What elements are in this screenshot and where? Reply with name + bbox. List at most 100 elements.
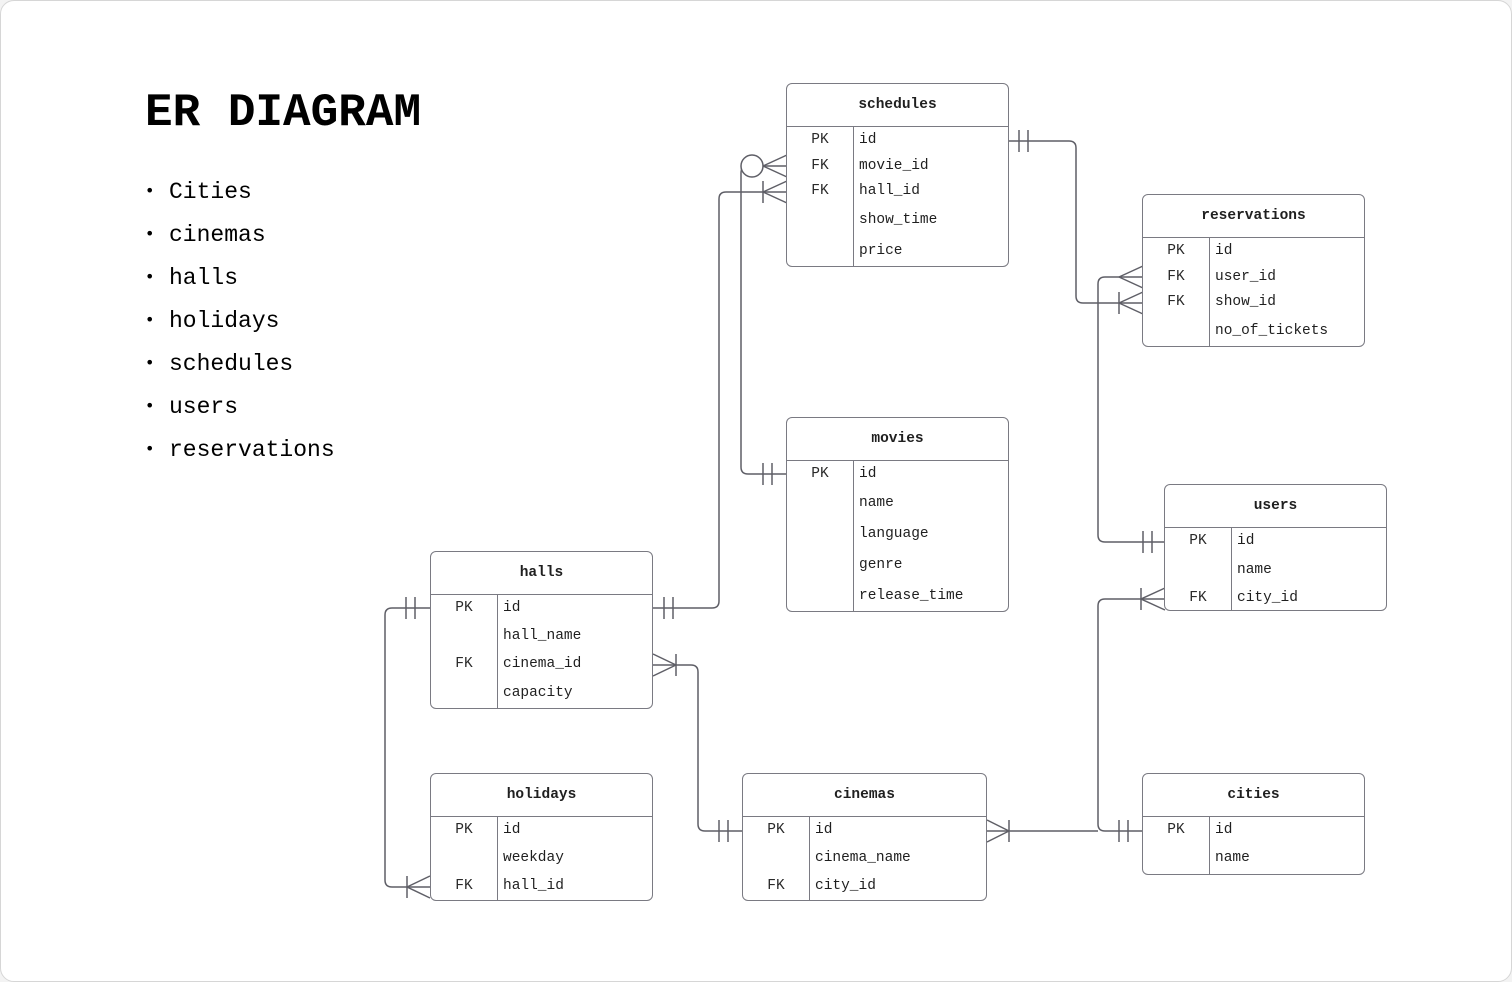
attribute-row: cinema_name — [743, 843, 986, 872]
attribute-name: city_id — [1237, 589, 1298, 606]
attribute-row: PK id — [1143, 238, 1364, 264]
attribute-row: genre — [787, 549, 1008, 580]
attribute-row: name — [787, 487, 1008, 518]
key-label: FK — [1189, 589, 1207, 606]
relationship-halls-holidays — [384, 597, 431, 899]
key-label: PK — [1167, 822, 1185, 838]
attribute-row: FK hall_id — [431, 872, 652, 900]
relationship-schedules-reservations — [1009, 130, 1144, 315]
entity-attributes: PK id FK user_id FK show_id no_of_tickets — [1143, 238, 1364, 346]
attribute-row: FK city_id — [743, 872, 986, 900]
table-list-item: •cinemas — [145, 212, 335, 255]
entity-holidays: holidays PK id weekday FK hall_id — [430, 773, 653, 901]
bullet-icon: • — [145, 439, 155, 458]
attribute-name: show_time — [859, 211, 938, 228]
attribute-name: no_of_tickets — [1215, 322, 1329, 339]
entity-header: movies — [787, 418, 1008, 461]
attribute-name: language — [859, 525, 929, 542]
key-label: FK — [455, 878, 473, 894]
relationship-users-reservations — [1097, 265, 1165, 553]
key-label: PK — [811, 466, 829, 482]
attribute-row: release_time — [787, 580, 1008, 611]
key-label: PK — [455, 822, 473, 838]
entity-attributes: PK id hall_name FK cinema_id capacity — [431, 595, 652, 708]
attribute-row: FK hall_id — [787, 178, 1008, 204]
key-label: PK — [1189, 533, 1207, 549]
attribute-row: capacity — [431, 678, 652, 708]
attribute-name: capacity — [503, 685, 573, 701]
attribute-name: cinema_id — [503, 656, 582, 672]
attribute-row: FK user_id — [1143, 264, 1364, 289]
attribute-name: cinema_name — [815, 849, 911, 866]
table-list-item: •schedules — [145, 341, 335, 384]
entity-attributes: PK id weekday FK hall_id — [431, 817, 652, 900]
key-label: PK — [1167, 243, 1185, 259]
key-label: FK — [455, 656, 473, 672]
key-label: PK — [811, 132, 829, 148]
attribute-row: name — [1143, 843, 1364, 872]
attribute-name: genre — [859, 556, 903, 573]
page-title: ER DIAGRAM — [145, 87, 422, 139]
table-list-label: users — [169, 394, 239, 420]
attribute-name: name — [1215, 849, 1250, 866]
attribute-row: price — [787, 235, 1008, 266]
key-label: FK — [1167, 294, 1185, 310]
attribute-row: PK id — [431, 595, 652, 621]
key-label: FK — [1167, 268, 1185, 285]
bullet-icon: • — [145, 267, 155, 286]
attribute-row: show_time — [787, 204, 1008, 235]
relationship-halls-schedules — [653, 180, 788, 619]
attribute-row: FK city_id — [1165, 585, 1386, 610]
attribute-name: weekday — [503, 849, 564, 866]
key-label: PK — [455, 600, 473, 616]
entity-header: reservations — [1143, 195, 1364, 238]
key-label: FK — [811, 183, 829, 199]
table-list-item: • halls — [145, 255, 335, 298]
attribute-name: release_time — [859, 587, 964, 604]
entity-reservations: reservations PK id FK user_id FK show_id no… — [1142, 194, 1365, 347]
attribute-name: id — [1237, 533, 1255, 549]
entity-header: cinemas — [743, 774, 986, 817]
relationship-cities-cinemas — [986, 819, 1098, 843]
relationship-cinemas-halls — [652, 653, 742, 842]
attribute-row: weekday — [431, 843, 652, 872]
attribute-name: id — [1215, 243, 1233, 259]
bullet-icon: • — [145, 310, 155, 329]
attribute-name: show_id — [1215, 294, 1276, 310]
attribute-name: id — [503, 822, 521, 838]
table-list-label: reservations — [169, 437, 335, 463]
key-label: FK — [767, 878, 785, 894]
attribute-name: hall_id — [859, 183, 920, 199]
attribute-row: language — [787, 518, 1008, 549]
attribute-row: name — [1165, 554, 1386, 585]
attribute-name: hall_id — [503, 878, 564, 894]
attribute-row: hall_name — [431, 621, 652, 650]
attribute-name: user_id — [1215, 268, 1276, 285]
bullet-icon: • — [145, 396, 155, 415]
table-list-label: Cities — [169, 179, 252, 205]
attribute-name: city_id — [815, 878, 876, 894]
attribute-name: id — [1215, 822, 1233, 838]
entity-header: holidays — [431, 774, 652, 817]
key-label: FK — [811, 157, 829, 174]
attribute-name: name — [859, 494, 894, 511]
attribute-name: name — [1237, 561, 1272, 578]
table-list-label: halls — [169, 265, 239, 291]
entity-header: halls — [431, 552, 652, 595]
attribute-name: movie_id — [859, 157, 929, 174]
entity-attributes: PK id name FK city_id — [1165, 528, 1386, 610]
attribute-name: id — [503, 600, 521, 616]
relationship-cities-users — [1097, 587, 1166, 842]
relationship-movies-schedules — [740, 154, 788, 485]
attribute-name: price — [859, 242, 903, 259]
